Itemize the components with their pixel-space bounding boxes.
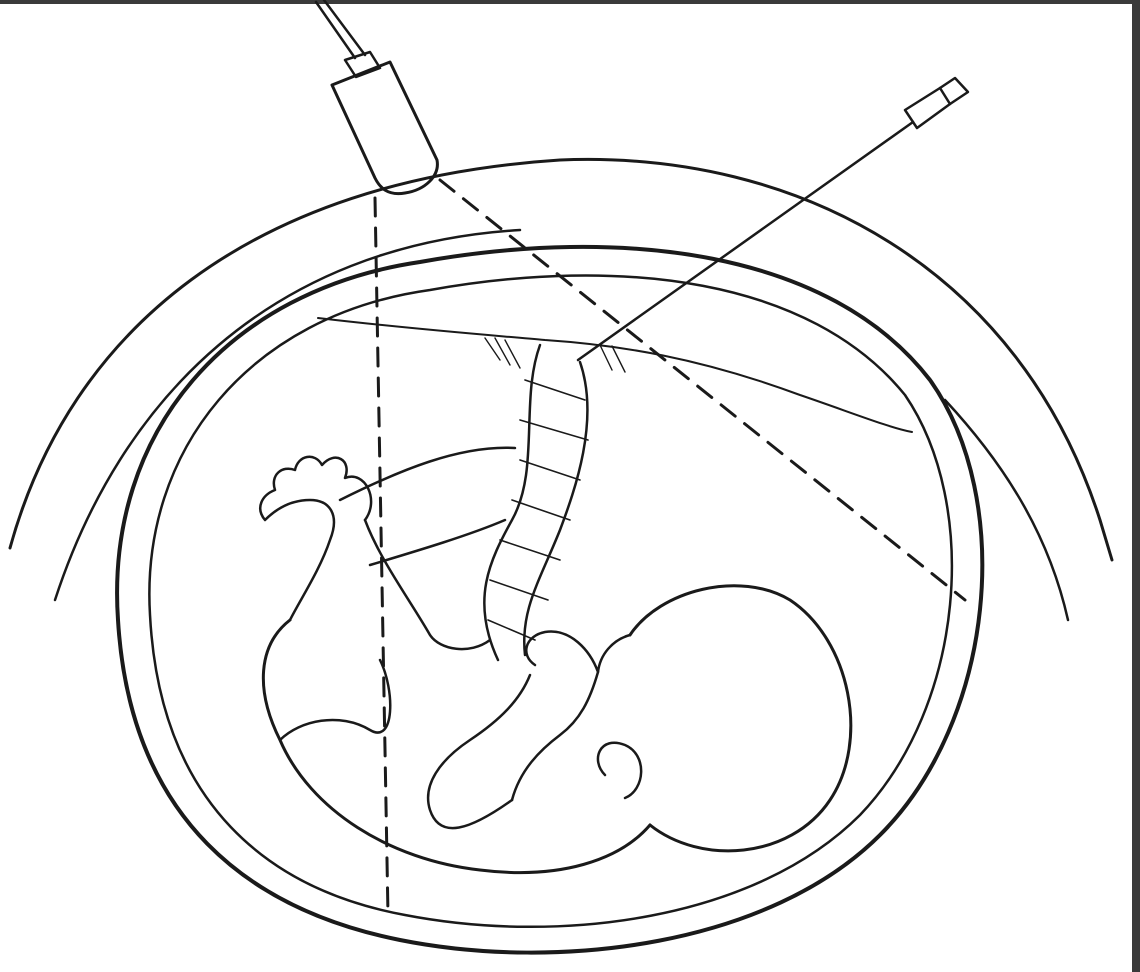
ultrasound-transducer — [316, 0, 437, 194]
needle — [578, 78, 968, 360]
ultrasound-beam — [375, 180, 965, 915]
abdominal-wall — [10, 159, 1112, 620]
fetus — [260, 448, 851, 873]
umbilical-cord — [484, 345, 588, 660]
fetal-head — [630, 586, 851, 851]
ultrasound-beam-oblique — [440, 180, 965, 600]
needle-hub — [905, 88, 950, 128]
fetal-leg — [260, 457, 371, 620]
uterus — [117, 247, 982, 953]
